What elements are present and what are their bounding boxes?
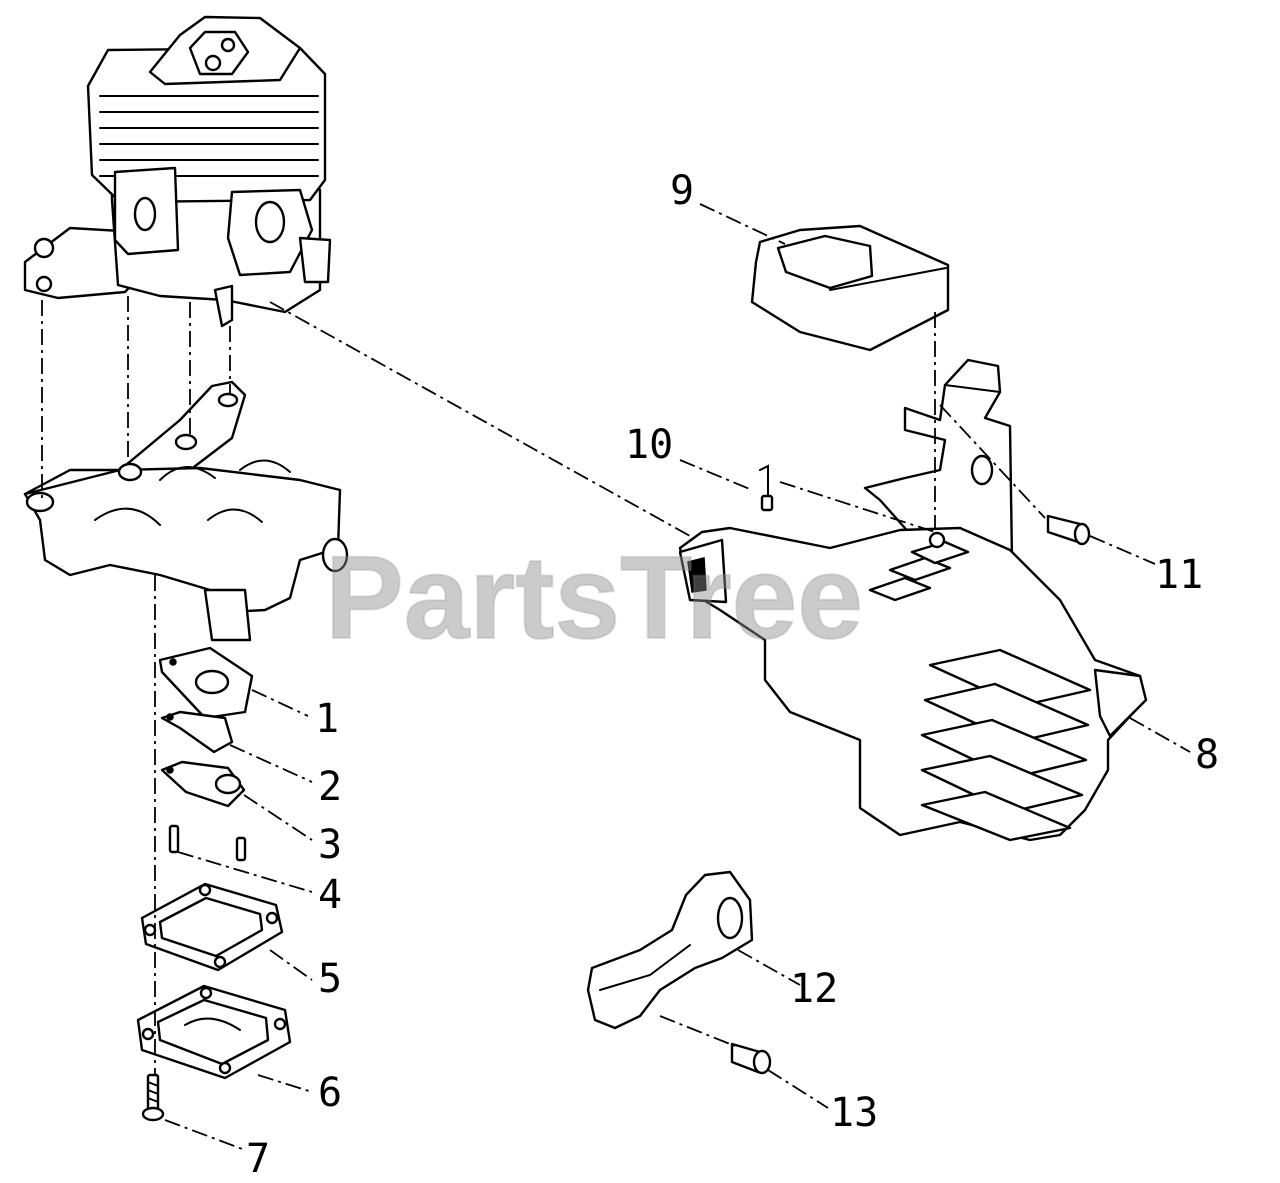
callout-2: 2: [318, 764, 342, 810]
watermark-text: PartsTree: [325, 532, 863, 664]
gasket-plate: [140, 882, 284, 972]
crankcase: [23, 380, 349, 642]
pin: [1046, 514, 1091, 546]
callout-6: 6: [318, 1070, 342, 1116]
callout-8: 8: [1195, 732, 1219, 778]
callout-7: 7: [246, 1136, 270, 1182]
screw-13: [730, 1042, 772, 1075]
spring: [759, 464, 774, 512]
cylinder-assembly: [23, 15, 332, 328]
assembly-lines: [41, 203, 1191, 1151]
engine-cover: [678, 526, 1148, 842]
insulator-gaskets: [158, 646, 254, 808]
callout-3: 3: [318, 822, 342, 868]
spacer-plate: [136, 984, 292, 1080]
callout-9: 9: [670, 168, 694, 214]
screws: [168, 824, 247, 862]
callout-labels: 1 2 3 4 5 6 7 8 9 10 11 12 13: [246, 168, 1219, 1182]
callout-13: 13: [830, 1090, 878, 1136]
callout-1: 1: [315, 696, 339, 742]
callout-5: 5: [318, 956, 342, 1002]
callout-4: 4: [318, 872, 342, 918]
filter-cover: [750, 224, 950, 352]
mounting-bracket: [586, 870, 754, 1030]
callout-11: 11: [1155, 552, 1203, 598]
callout-12: 12: [790, 966, 838, 1012]
callout-10: 10: [625, 422, 673, 468]
bolt: [141, 1073, 165, 1122]
